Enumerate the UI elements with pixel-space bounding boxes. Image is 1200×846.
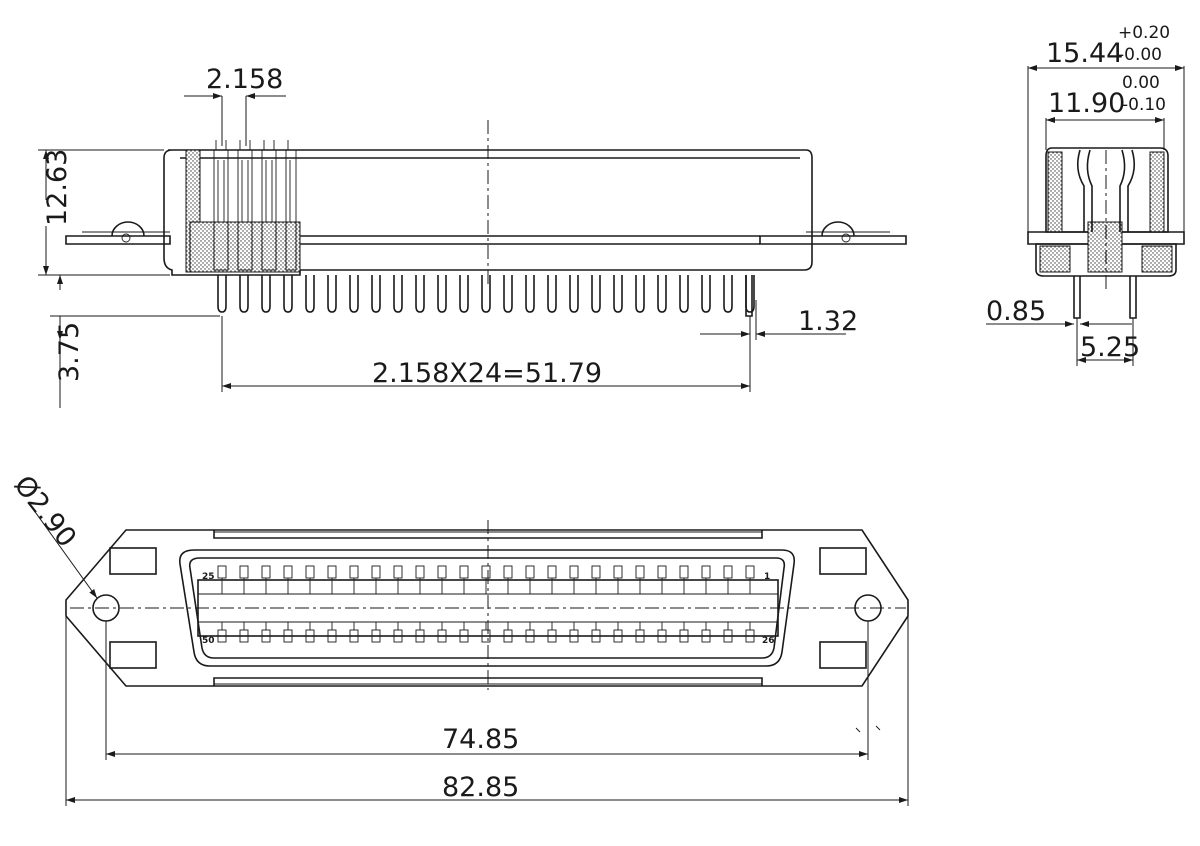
- row-spacing-label: 5.25: [1080, 332, 1140, 363]
- front-pin: [437, 275, 447, 313]
- hole-spacing-label: 74.85: [442, 724, 519, 755]
- top-contact-array: [217, 565, 755, 643]
- front-pin: [723, 275, 733, 313]
- front-pin: [679, 275, 689, 313]
- front-pin: [459, 275, 469, 313]
- front-pin: [371, 275, 381, 313]
- contact-pad: [437, 565, 447, 579]
- front-pin: [613, 275, 623, 313]
- front-pin: [327, 275, 337, 313]
- front-pin: [261, 275, 271, 313]
- front-pin: [503, 275, 513, 313]
- pin-label-1: 1: [764, 572, 770, 582]
- hole-diameter-label: Ø2.90: [8, 470, 83, 553]
- contact-pad: [635, 565, 645, 579]
- front-pin: [547, 275, 557, 313]
- contact-pad: [613, 565, 623, 579]
- front-pin: [569, 275, 579, 313]
- contact-pad: [327, 565, 337, 579]
- front-view: 2.158 12.63 3.75 2.158X24=51.79 1.32: [38, 64, 907, 408]
- front-pin-row: [217, 275, 755, 317]
- side-view: 15.44 +0.20 -0.00 11.90 0.00 -0.10 0.85: [986, 23, 1185, 366]
- height-dimension-label: 12.63: [42, 149, 73, 226]
- section-contacts: [213, 140, 297, 271]
- front-pin-end: [745, 275, 753, 317]
- front-pin: [239, 275, 249, 313]
- contact-pad: [393, 565, 403, 579]
- contact-pad: [525, 565, 535, 579]
- contact-pad: [239, 565, 249, 579]
- contact-pad: [723, 565, 733, 579]
- contact-pad: [701, 565, 711, 579]
- inner-tol-minus: -0.10: [1122, 95, 1166, 115]
- pin-label-25: 25: [202, 572, 215, 582]
- contact-pad: [371, 565, 381, 579]
- front-pin: [657, 275, 667, 313]
- contact-pad: [415, 565, 425, 579]
- pin-row-offset-label: 0.85: [986, 296, 1046, 327]
- front-pin: [415, 275, 425, 313]
- pin-label-50: 50: [202, 636, 215, 646]
- overall-length-label: 82.85: [442, 772, 519, 803]
- front-pin: [305, 275, 315, 313]
- front-pin: [283, 275, 293, 313]
- pin-length-dimension-label: 3.75: [54, 322, 85, 382]
- top-view: 25 1 50 26 Ø2.90 74.85 82.85: [8, 470, 909, 806]
- front-pin: [217, 275, 227, 313]
- contact-pad: [459, 565, 469, 579]
- contact-pad: [283, 565, 293, 579]
- contact-pad: [261, 565, 271, 579]
- inner-tol-plus: 0.00: [1122, 73, 1160, 93]
- front-pin: [393, 275, 403, 313]
- pitch-dimension-label: 2.158: [206, 64, 283, 95]
- contact-pad: [745, 565, 755, 579]
- contact-pad: [591, 565, 601, 579]
- contact-pad: [547, 565, 557, 579]
- inner-width-label: 11.90: [1048, 88, 1125, 119]
- front-pin: [701, 275, 711, 313]
- pin-offset-dimension-label: 1.32: [798, 306, 858, 337]
- front-pin: [349, 275, 359, 313]
- front-pin: [591, 275, 601, 313]
- front-pin: [525, 275, 535, 313]
- front-pin: [481, 275, 491, 313]
- outer-tol-minus: -0.00: [1118, 45, 1162, 65]
- front-pin: [635, 275, 645, 313]
- contact-pad: [657, 565, 667, 579]
- outer-width-label: 15.44: [1046, 38, 1123, 69]
- pin-label-26: 26: [762, 636, 775, 646]
- contact-pad: [679, 565, 689, 579]
- outer-tol-plus: +0.20: [1118, 23, 1170, 43]
- contact-pad: [503, 565, 513, 579]
- contact-pad: [305, 565, 315, 579]
- contact-pad: [569, 565, 579, 579]
- contact-pad: [481, 565, 491, 579]
- contact-pad: [217, 565, 227, 579]
- pin-span-dimension-label: 2.158X24=51.79: [372, 358, 602, 389]
- contact-pad: [349, 565, 359, 579]
